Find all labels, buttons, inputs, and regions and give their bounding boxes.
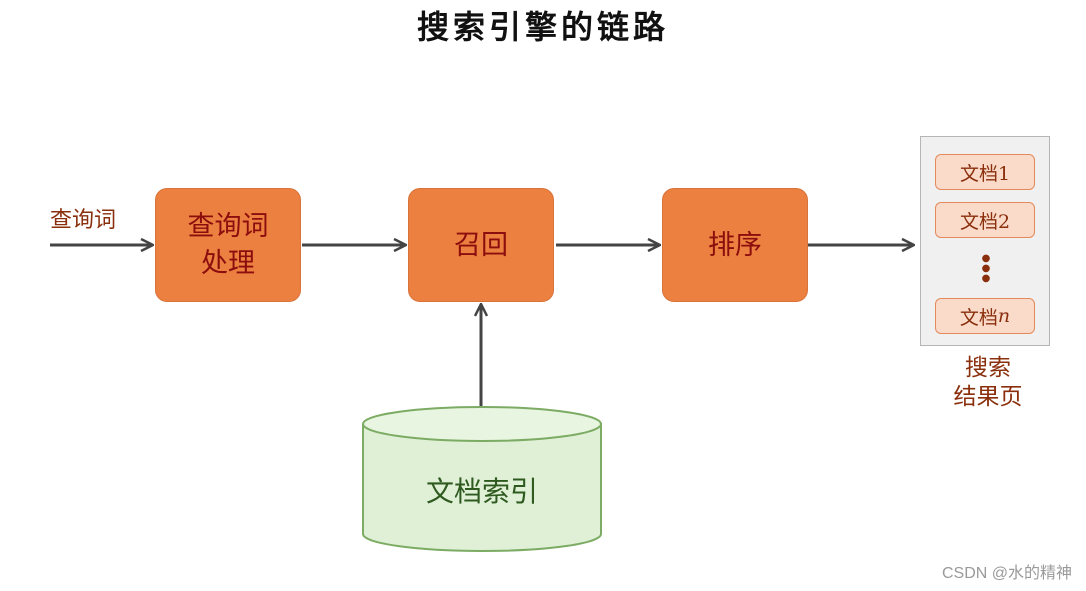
result-doc-n-prefix: 文档	[959, 306, 998, 329]
query-processing-node: 查询词 处理	[155, 188, 301, 302]
recall-node: 召回	[408, 188, 554, 302]
query-input-label: 查询词	[50, 208, 117, 233]
document-index-label: 文档索引	[425, 475, 538, 508]
result-doc-2: 文档2	[935, 202, 1035, 238]
result-doc-n-suffix: n	[997, 305, 1011, 327]
ranking-node: 排序	[662, 188, 808, 302]
document-index-cylinder	[362, 406, 602, 552]
ellipsis-dots: ●●●	[981, 253, 991, 284]
diagram-title: 搜索引擎的链路	[416, 8, 669, 46]
search-results-page-label: 搜索 结果页	[953, 355, 1023, 410]
watermark: CSDN @水的精神	[941, 565, 1072, 582]
result-doc-1: 文档1	[935, 154, 1035, 190]
